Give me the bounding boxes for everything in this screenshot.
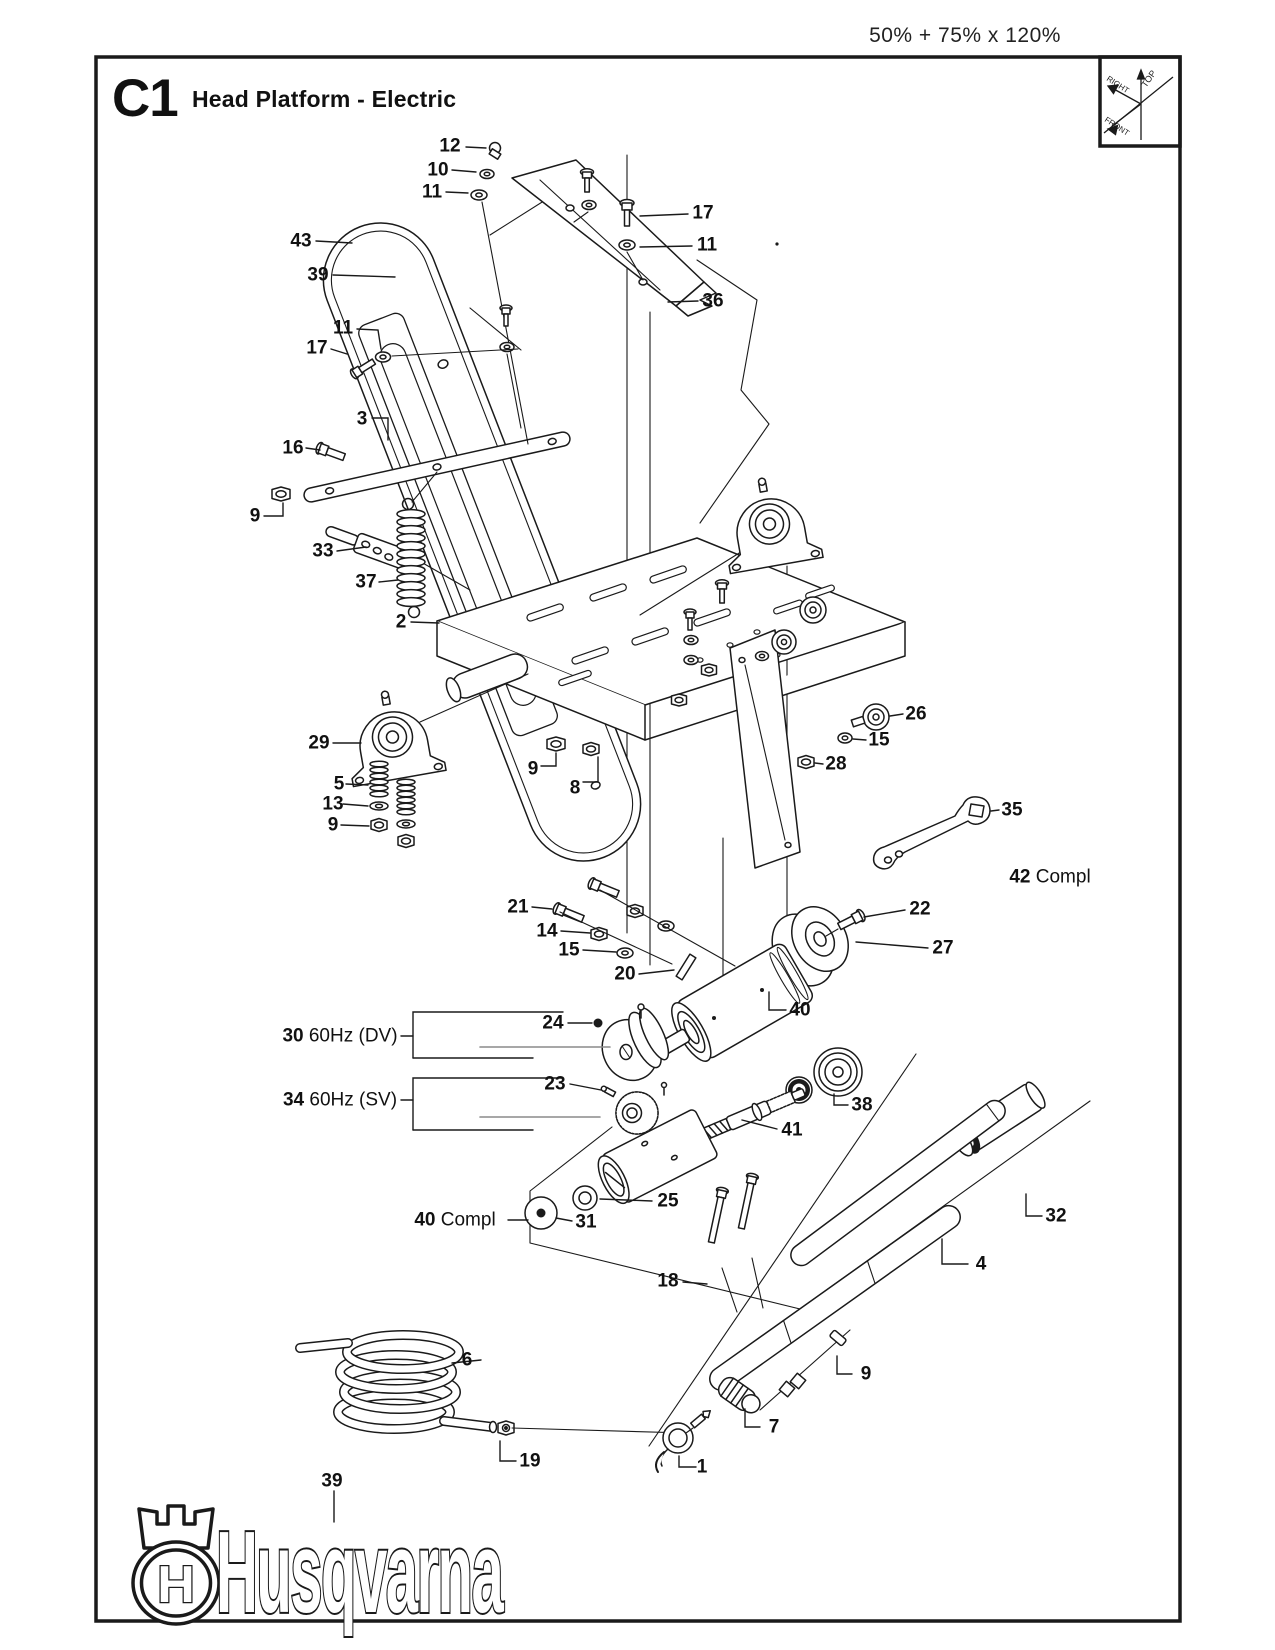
gear-23-drawing (600, 1081, 668, 1135)
orientation-axes-icon: TOP RIGHT FRONT (1103, 68, 1174, 140)
husqvarna-crown-icon (131, 1504, 221, 1626)
spring-5-hardware (369, 760, 416, 849)
hose-coil-drawing (295, 1330, 688, 1436)
pulley-24-drawing (593, 1003, 670, 1082)
spindle-assembly (657, 906, 866, 1062)
knob-7-drawing (717, 1376, 761, 1414)
plate-fasteners (546, 579, 890, 770)
spring-37-drawing (396, 497, 426, 619)
handlebar-tube-drawing (709, 1099, 1006, 1392)
top-fasteners (271, 141, 644, 502)
bolts-18-drawing (707, 1172, 851, 1411)
axis-front-label: FRONT (1103, 115, 1131, 138)
husqvarna-logo: H Husqvarna (131, 1504, 507, 1639)
page-title: Head Platform - Electric (192, 86, 457, 112)
bearing-29-drawing (351, 690, 447, 788)
husqvarna-wordmark: Husqvarna (216, 1508, 504, 1637)
platform-drawing (419, 537, 906, 869)
crown-monogram: H (157, 1556, 195, 1614)
bracket-36-drawing (511, 159, 717, 317)
wrench-drawing (872, 796, 991, 870)
axis-right-label: RIGHT (1105, 74, 1131, 95)
section-code: C1 (112, 69, 179, 128)
tube-25-drawing (524, 1109, 718, 1230)
clamp-1-drawing (655, 1409, 712, 1473)
leader-lines (263, 146, 1043, 1523)
page-border (94, 55, 1182, 1623)
upper-bearing-drawing (728, 477, 824, 575)
scale-note: 50% + 75% x 120% (869, 24, 1061, 47)
bolt-set-21 (552, 877, 736, 981)
